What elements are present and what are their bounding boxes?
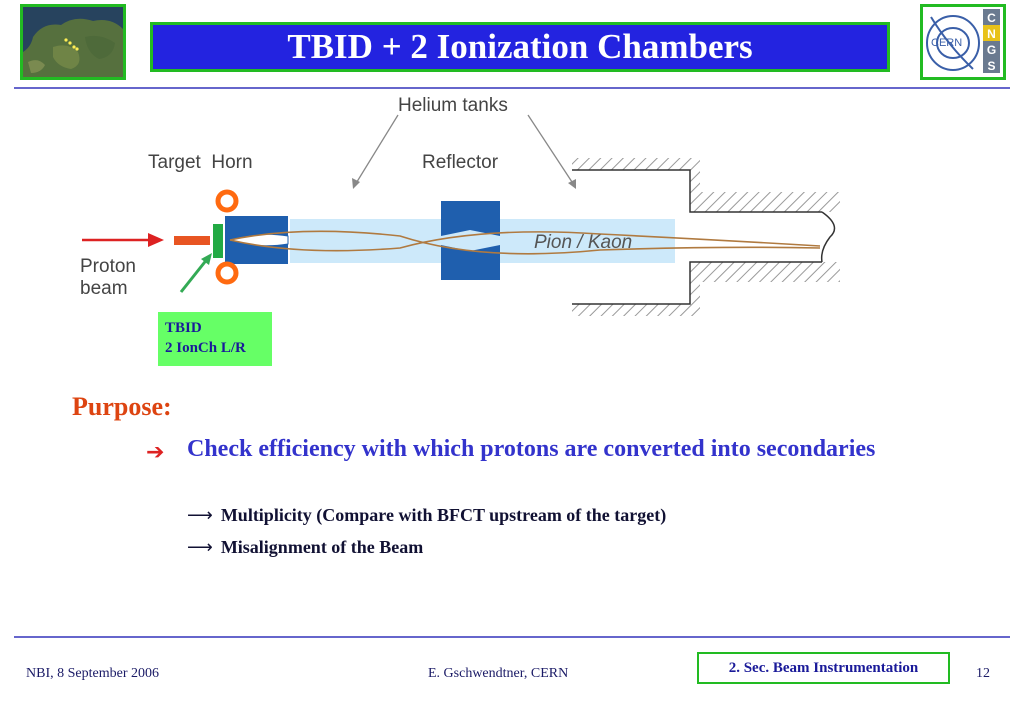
cngs-letter: N xyxy=(987,27,996,41)
footer-divider xyxy=(14,636,1010,638)
section-label-box: 2. Sec. Beam Instrumentation xyxy=(697,652,950,684)
europe-map-image xyxy=(23,7,123,77)
footer-author: E. Gschwendtner, CERN xyxy=(428,666,569,681)
purpose-bullet: Check efficiency with which protons are … xyxy=(187,436,876,462)
ionization-chamber-right xyxy=(215,261,239,285)
cern-logo-icon: CERN C N G S xyxy=(926,9,1000,73)
cngs-letter: G xyxy=(987,43,996,57)
helium-tanks-label: Helium tanks xyxy=(398,95,508,116)
subitem-text: Misalignment of the Beam xyxy=(220,537,424,557)
header-divider xyxy=(14,87,1010,89)
purpose-heading: Purpose: xyxy=(72,392,172,421)
sub-arrow-icon: ⟶ xyxy=(187,537,213,558)
incoming-beam xyxy=(174,236,210,245)
tunnel-wall-bottom xyxy=(572,262,840,316)
tbid-pointer-arrow-icon xyxy=(201,253,212,265)
tbid-label-line1: TBID xyxy=(165,320,202,336)
target-horn-label: Target Horn xyxy=(148,152,253,173)
sub-arrow-icon: ⟶ xyxy=(187,505,213,526)
bullet-arrow-icon: ➔ xyxy=(146,440,165,465)
slide-title: TBID + 2 Ionization Chambers xyxy=(150,22,890,72)
cngs-letter: S xyxy=(987,59,995,73)
tbid-detector xyxy=(213,224,223,258)
subitem-multiplicity: ⟶ Multiplicity (Compare with BFCT upstrea… xyxy=(187,505,666,526)
proton-beam-label-line2: beam xyxy=(80,278,128,299)
tbid-label-line2: 2 IonCh L/R xyxy=(165,340,246,356)
ionization-chamber-left xyxy=(215,189,239,213)
footer-event-date: NBI, 8 September 2006 xyxy=(26,666,159,681)
tunnel-break xyxy=(820,211,836,263)
proton-beam-label-line1: Proton xyxy=(80,256,136,277)
cngs-letter: C xyxy=(987,11,996,25)
subitem-misalignment: ⟶ Misalignment of the Beam xyxy=(187,537,423,558)
reflector xyxy=(441,201,500,280)
cngs-cern-logo: CERN C N G S xyxy=(920,4,1006,80)
cern-text: CERN xyxy=(931,37,962,49)
tbid-label-box: TBID 2 IonCh L/R xyxy=(158,312,272,366)
particle-track-2 xyxy=(229,231,821,252)
tunnel-wall-top xyxy=(572,158,840,212)
particle-track-1 xyxy=(229,230,821,255)
subitem-text: Multiplicity (Compare with BFCT upstream… xyxy=(220,505,667,525)
reflector-label: Reflector xyxy=(422,152,499,173)
page-number: 12 xyxy=(976,666,990,681)
europe-map-logo xyxy=(20,4,126,80)
proton-beam-arrow-icon xyxy=(148,233,164,247)
pion-kaon-label: Pion / Kaon xyxy=(534,232,632,253)
beamline-diagram: Helium tanks Target Horn Reflector Proto… xyxy=(80,95,840,316)
